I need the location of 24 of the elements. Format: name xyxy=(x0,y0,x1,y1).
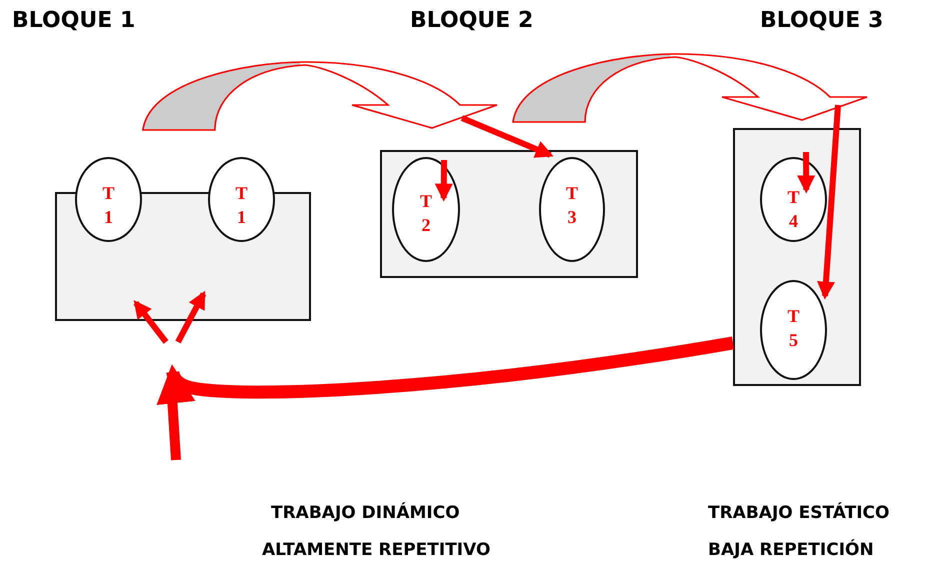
curved-block-arrow xyxy=(512,53,868,123)
curved-block-arrow xyxy=(142,61,498,131)
work-type-label: ALTAMENTE REPETITIVO xyxy=(262,540,490,560)
task-label: T 1 xyxy=(234,182,248,229)
task-label: T 5 xyxy=(786,305,800,352)
block-box xyxy=(380,150,638,278)
work-type-label: TRABAJO DINÁMICO xyxy=(271,503,460,523)
arrow xyxy=(817,104,841,300)
arrow xyxy=(158,336,734,406)
task-label: T 1 xyxy=(102,182,116,229)
work-type-label: BAJA REPETICIÓN xyxy=(708,540,874,560)
block-heading: BLOQUE 1 xyxy=(12,8,136,33)
arrow xyxy=(134,300,168,344)
work-type-label: TRABAJO ESTÁTICO xyxy=(708,503,890,523)
task-label: T 4 xyxy=(786,186,800,233)
arrow xyxy=(175,290,206,344)
block-heading: BLOQUE 2 xyxy=(410,8,534,33)
block-box xyxy=(733,128,861,386)
block-heading: BLOQUE 3 xyxy=(760,8,884,33)
arrow xyxy=(460,115,554,158)
arrow xyxy=(434,160,453,202)
task-label: T 2 xyxy=(419,190,433,237)
task-label: T 3 xyxy=(565,182,579,229)
arrow xyxy=(797,152,816,194)
